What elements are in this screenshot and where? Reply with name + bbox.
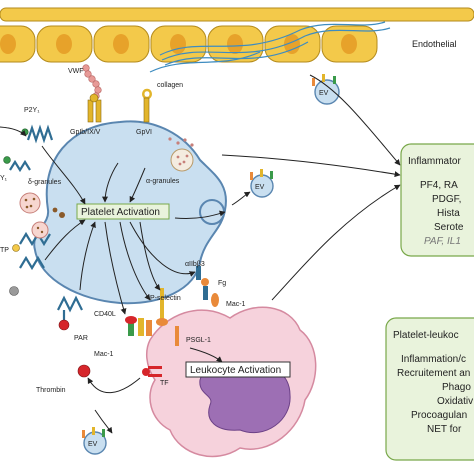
mac1-b-label: Mac-1 [226, 301, 246, 308]
tf-label: TF [160, 380, 169, 387]
p2y1-label: P2Y₁ [24, 107, 40, 114]
leukocyte-activation-box: Leukocyte Activation [185, 361, 291, 378]
atp-receptor [9, 231, 51, 296]
gpvi-label: GpVI [136, 129, 152, 136]
platelet-leukocyte-item: Recruitement an [397, 368, 470, 379]
thrombin-icon [77, 364, 91, 378]
delta-granules-label: δ-granules [28, 179, 62, 186]
platelet-leukocyte-title: Platelet-leukoc [393, 330, 459, 341]
inflammatory-item: PF4, RA [420, 180, 458, 191]
delta-granules [19, 192, 65, 239]
collagen-label: collagen [157, 82, 183, 89]
inflammatory-title: Inflammator [408, 156, 461, 167]
vwf-chain [82, 64, 102, 100]
platelet-leukocyte-item: Inflammation/c [401, 354, 466, 365]
inflammatory-item: Serote [434, 222, 464, 233]
mac1-a-label: Mac-1 [94, 351, 114, 358]
ev-icon: EV [82, 427, 107, 455]
tf-receptor [142, 366, 162, 377]
atp-label: TP [0, 247, 9, 254]
par-receptor [57, 295, 83, 331]
p2y1-left-receptor [3, 156, 31, 173]
ev1-label: EV [319, 90, 329, 97]
inflammatory-item-italic: PAF, IL1 [424, 236, 461, 247]
platelet-activation-box: Platelet Activation [76, 203, 170, 220]
ev-icon: EV [312, 74, 340, 105]
psgl1-label: PSGL-1 [186, 337, 211, 344]
vwf-label: VWF [68, 68, 84, 75]
collagen-fibres [149, 21, 391, 73]
ev-icon: EV [250, 169, 274, 198]
fg-label: Fg [218, 280, 226, 287]
platelet-leukocyte-box: Platelet-leukoc Inflammation/c Recruitem… [385, 317, 474, 461]
platelet-leukocyte-item: Procoagulan [411, 410, 467, 421]
aiib-label: αIIbβ3 [185, 261, 205, 268]
p-selectin-psgl1 [156, 288, 179, 346]
platelet-leukocyte-item: Phago [442, 382, 471, 393]
alpha-granules [168, 137, 194, 172]
cd40l-receptor [125, 316, 152, 336]
thrombin-label: Thrombin [36, 387, 66, 394]
platelet-leukocyte-item: NET for [427, 424, 462, 435]
inflammatory-item: Hista [437, 208, 460, 219]
inflammatory-box: Inflammator PF4, RA PDGF, Hista Serote P… [400, 143, 474, 257]
ev2-label: EV [255, 184, 265, 191]
gpvi-receptor [142, 88, 152, 123]
gpib-label: GpIb/IX/V [70, 129, 101, 136]
p2y1-receptor [21, 124, 54, 144]
endothelium: Endothelial [0, 7, 474, 63]
p-selectin-label: P-selectin [150, 295, 181, 302]
gpib-receptor [87, 93, 102, 123]
arrows [0, 74, 401, 434]
p2y1-left-label: Y₁ [0, 175, 8, 182]
inflammatory-item: PDGF, [432, 194, 461, 205]
leukocyte-activation-label: Leukocyte Activation [190, 365, 281, 376]
platelet-leukocyte-item: Oxidativ [437, 396, 473, 407]
par-label: PAR [74, 335, 88, 342]
ev3-label: EV [88, 441, 98, 448]
platelet-activation-label: Platelet Activation [81, 207, 160, 218]
cd40l-label: CD40L [94, 311, 116, 318]
aiib-receptor [196, 266, 219, 307]
alpha-granules-label: α-granules [146, 178, 180, 185]
endothelial-label: Endothelial [412, 39, 457, 49]
leukocyte [145, 306, 317, 458]
